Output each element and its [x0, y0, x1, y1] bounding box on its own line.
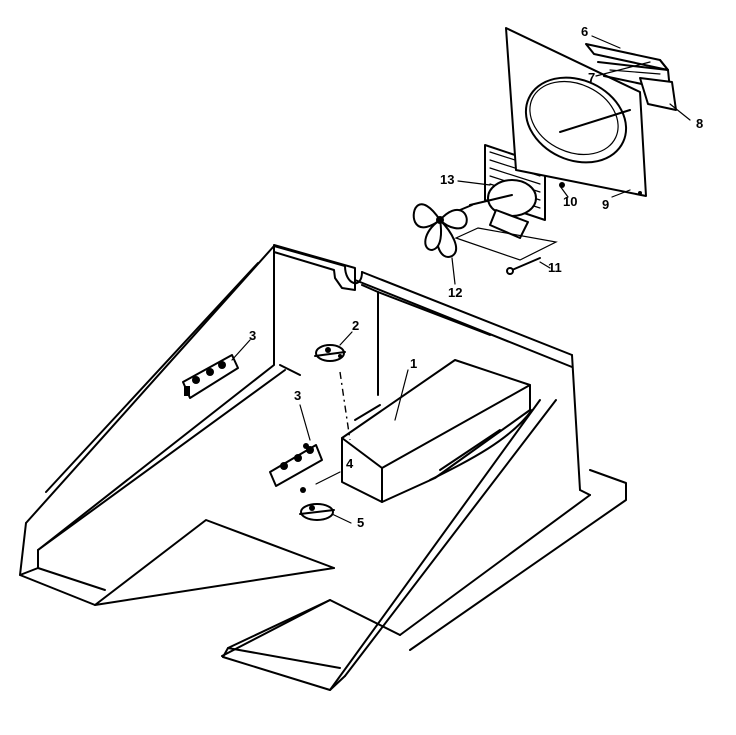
part-12-fan-blade	[412, 203, 468, 258]
callout-4: 4	[346, 456, 354, 471]
callout-6: 6	[581, 24, 588, 39]
callout-9: 9	[602, 197, 609, 212]
part-4-screw	[300, 487, 306, 493]
callout-5: 5	[357, 515, 364, 530]
callout-3-center: 3	[294, 388, 301, 403]
base-housing	[19, 244, 627, 691]
callout-2: 2	[352, 318, 359, 333]
callout-labels: 1 2 3 3 4 5 6 7 8 9 10 11 12 13	[249, 24, 703, 530]
callout-10: 10	[563, 194, 577, 209]
part-5-thermostat	[299, 503, 335, 521]
part-9-mounting-plate	[505, 27, 647, 197]
part-1-control-board	[341, 359, 533, 503]
part-3-terminal-block-center	[269, 443, 323, 487]
part-2-thermostat	[314, 344, 346, 362]
leader-lines	[231, 35, 691, 524]
callout-12: 12	[448, 285, 462, 300]
callout-8: 8	[696, 116, 703, 131]
part-11-screw	[506, 257, 541, 275]
part-3-terminal-block-left	[182, 354, 239, 399]
callout-3-left: 3	[249, 328, 256, 343]
callout-11: 11	[548, 260, 562, 275]
callout-1: 1	[410, 356, 417, 371]
part-6-7-8-damper-bracket	[585, 43, 677, 111]
callout-7: 7	[588, 70, 595, 85]
callout-13: 13	[440, 172, 454, 187]
